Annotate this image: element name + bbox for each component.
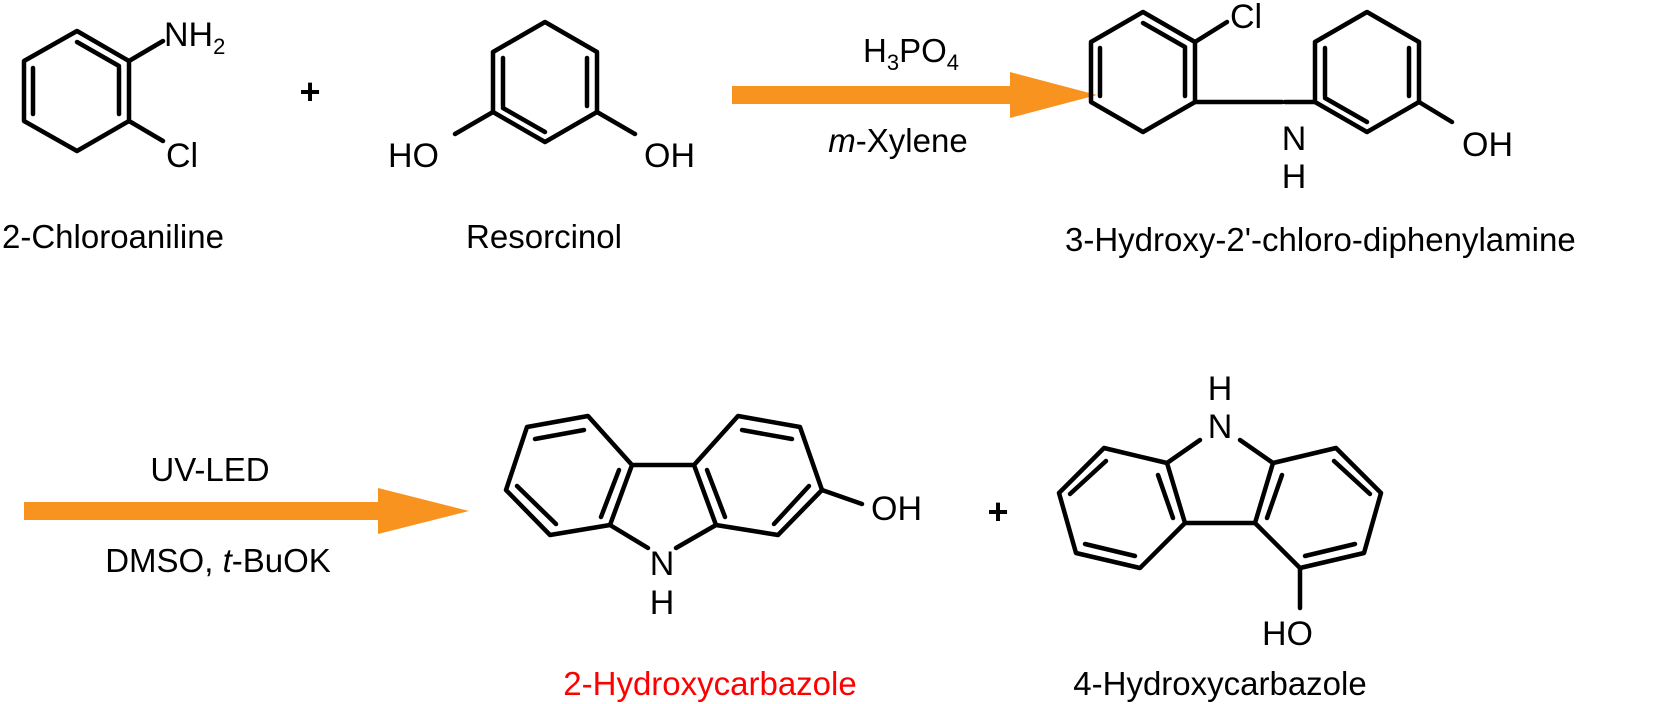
label-resorcinol: Resorcinol — [466, 218, 622, 255]
molecule-diphenylamine: Cl N H OH 3-Hydroxy-2'-chloro-diphenylam… — [1065, 0, 1576, 258]
amine-n: N — [1208, 408, 1233, 446]
hydroxyl-group: OH — [1462, 126, 1513, 164]
amine-n: N — [1282, 120, 1307, 158]
amine-h: H — [1282, 158, 1307, 196]
label-diphenylamine: 3-Hydroxy-2'-chloro-diphenylamine — [1065, 221, 1576, 258]
molecule-resorcinol: HO OH Resorcinol — [388, 19, 695, 255]
amine-n: N — [650, 545, 675, 583]
hydroxyl-left: HO — [388, 137, 439, 175]
chloro-group: Cl — [166, 137, 198, 175]
solvent-dmso-tbuok: DMSO, t-BuOK — [105, 542, 331, 579]
plus-sign-2: + — [987, 491, 1008, 532]
arrow-step1 — [732, 72, 1097, 118]
solvent-m-xylene: m-Xylene — [828, 122, 967, 159]
label-2-hydroxycarbazole: 2-Hydroxycarbazole — [563, 665, 856, 702]
catalyst-h3po4: H3PO4 — [863, 32, 959, 75]
arrow-step2 — [24, 488, 469, 534]
molecule-2-chloroaniline: NH2 Cl 2-Chloroaniline — [2, 16, 225, 255]
hydroxyl-group: HO — [1262, 615, 1313, 653]
amine-h: H — [1208, 370, 1233, 408]
hydroxyl-group: OH — [871, 490, 922, 528]
molecule-4-hydroxycarbazole: H N HO 4-Hydroxycarbazole — [1056, 370, 1384, 702]
reaction-arrow-step1: H3PO4 m-Xylene — [732, 32, 1097, 159]
reagent-uv-led: UV-LED — [150, 451, 269, 488]
amine-h: H — [650, 584, 675, 622]
hydroxyl-right: OH — [644, 137, 695, 175]
molecule-2-hydroxycarbazole: OH N H 2-Hydroxycarbazole — [503, 413, 922, 702]
amine-group: NH2 — [164, 16, 225, 59]
plus-sign-1: + — [299, 71, 320, 112]
reaction-arrow-step2: UV-LED DMSO, t-BuOK — [24, 451, 469, 579]
label-4-hydroxycarbazole: 4-Hydroxycarbazole — [1073, 665, 1366, 702]
chloro-group: Cl — [1230, 0, 1262, 36]
label-2-chloroaniline: 2-Chloroaniline — [2, 218, 224, 255]
